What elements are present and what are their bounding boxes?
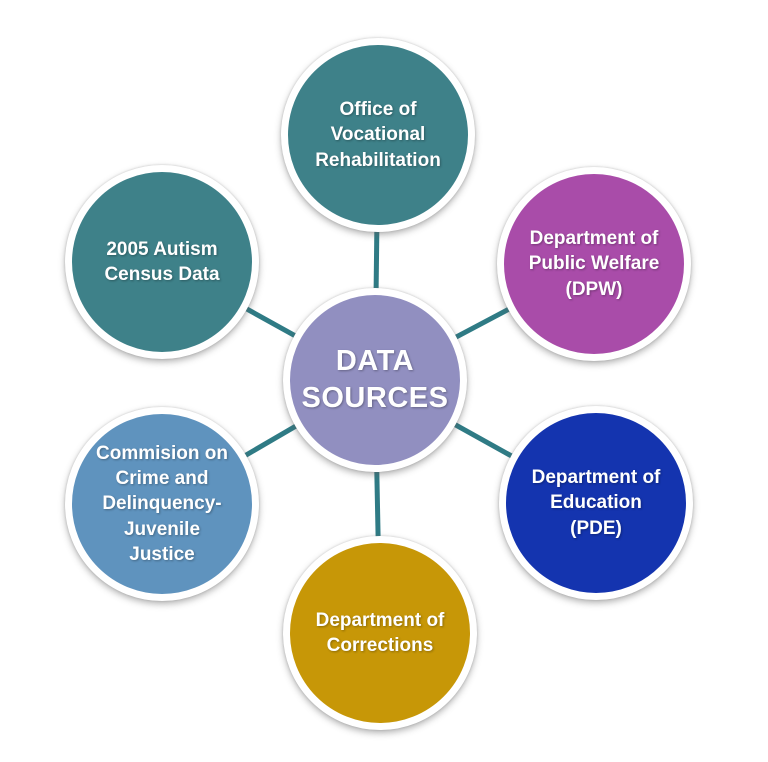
center-label: DATA SOURCES [301, 344, 449, 414]
node-office-of-vocational-rehabilitation: Office of Vocational Rehabilitation [281, 38, 475, 232]
node-label: Department of Corrections [315, 609, 445, 656]
node-label: Department of Public Welfare (DPW) [528, 228, 660, 300]
node-department-of-public-welfare: Department of Public Welfare (DPW) [497, 167, 691, 361]
node-department-of-education: Department of Education (PDE) [499, 406, 693, 600]
node-department-of-corrections: Department of Corrections [283, 536, 477, 730]
node-2005-autism-census-data: 2005 Autism Census Data [65, 165, 259, 359]
node-label: Department of Education (PDE) [531, 467, 661, 539]
node-label: 2005 Autism Census Data [104, 238, 220, 285]
node-center-data-sources: DATA SOURCES [283, 288, 467, 472]
node-label: Commision on Crime and Delinquency- Juve… [96, 443, 228, 565]
node-label: Office of Vocational Rehabilitation [315, 99, 441, 171]
node-commission-on-crime-and-delinquency: Commision on Crime and Delinquency- Juve… [65, 407, 259, 601]
